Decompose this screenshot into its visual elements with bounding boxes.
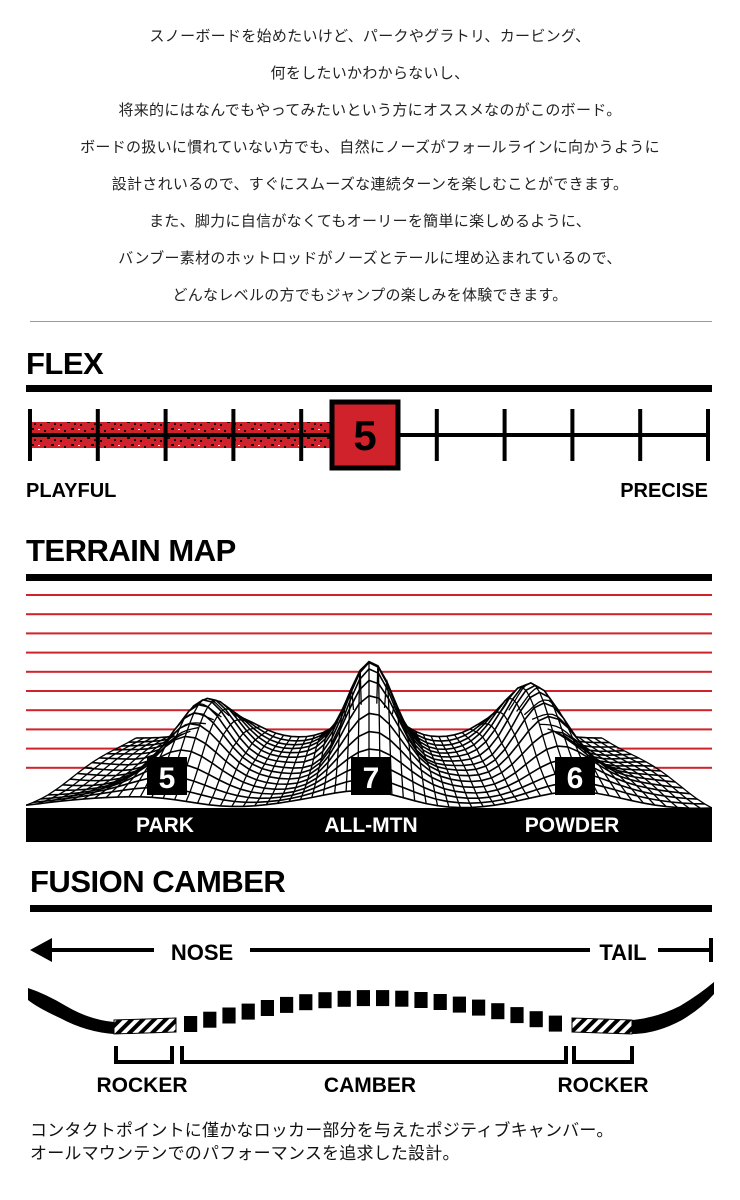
terrain-badge-all-mtn: 7 xyxy=(351,757,391,795)
flex-title-rule xyxy=(26,385,712,392)
footer-line: コンタクトポイントに僅かなロッカー部分を与えたポジティブキャンバー。 xyxy=(30,1121,614,1141)
terrain-label-all-mtn: ALL-MTN xyxy=(324,814,417,837)
camber-segment xyxy=(376,990,390,1007)
flex-scale-graphic: 5 xyxy=(28,399,710,471)
camber-segment xyxy=(203,1011,217,1028)
nose-arrow xyxy=(30,938,713,962)
camber-segment xyxy=(529,1011,543,1028)
camber-segment xyxy=(241,1003,255,1020)
camber-profile-graphic: NOSE TAIL ROCKER CAMBER ROCKER xyxy=(28,938,714,1097)
camber-title-rule xyxy=(30,905,712,912)
camber-segment xyxy=(260,1000,274,1016)
intro-line: ボードの扱いに慣れていない方でも、自然にノーズがフォールラインに向かうように xyxy=(80,138,660,156)
flex-value-badge: 5 xyxy=(329,399,401,471)
terrain-map-graphic: 5 7 6 PARK ALL-MTN POWDER xyxy=(25,594,713,842)
terrain-badge-park: 5 xyxy=(147,757,187,795)
terrain-label-powder: POWDER xyxy=(525,814,620,837)
intro-description: スノーボードを始めたいけど、パークやグラトリ、カービング、 何をしたいかわからな… xyxy=(0,18,740,314)
flex-tick xyxy=(299,409,304,461)
camber-segment xyxy=(452,996,466,1013)
flex-tick xyxy=(28,409,32,461)
rocker-right-label: ROCKER xyxy=(557,1074,648,1097)
intro-line: どんなレベルの方でもジャンプの楽しみを体験できます。 xyxy=(172,286,568,304)
camber-segment xyxy=(510,1007,524,1024)
camber-title: FUSION CAMBER xyxy=(30,864,286,899)
camber-segment xyxy=(318,992,332,1009)
terrain-score-all-mtn: 7 xyxy=(363,762,380,795)
flex-tick xyxy=(434,409,439,461)
camber-profile: NOSE TAIL ROCKER CAMBER ROCKER xyxy=(26,930,716,1100)
camber-segment xyxy=(222,1007,236,1024)
terrain-score-park: 5 xyxy=(159,762,176,795)
camber-segment xyxy=(433,994,447,1010)
camber-segment xyxy=(491,1003,505,1020)
intro-line: スノーボードを始めたいけど、パークやグラトリ、カービング、 xyxy=(149,27,591,45)
flex-scale: 5 xyxy=(22,395,718,475)
footer-description: コンタクトポイントに僅かなロッカー部分を与えたポジティブキャンバー。 オールマウ… xyxy=(30,1120,720,1166)
camber-segment xyxy=(414,992,428,1008)
camber-segment xyxy=(395,990,409,1007)
terrain-map: 5 7 6 PARK ALL-MTN POWDER xyxy=(25,588,713,842)
tail-label: TAIL xyxy=(599,940,646,965)
camber-segment xyxy=(337,990,351,1007)
flex-tick xyxy=(706,409,710,461)
board-profile xyxy=(28,982,714,1035)
terrain-label-bar xyxy=(26,808,712,842)
flex-value: 5 xyxy=(353,412,376,459)
intro-line: また、脚力に自信がなくてもオーリーを簡単に楽しめるように、 xyxy=(148,212,592,230)
flex-tick xyxy=(638,409,643,461)
terrain-badge-powder: 6 xyxy=(555,757,595,795)
terrain-title: TERRAIN MAP xyxy=(26,533,236,568)
flex-left-label: PLAYFUL xyxy=(26,480,117,502)
flex-tick xyxy=(231,409,236,461)
intro-line: 何をしたいかわからないし、 xyxy=(270,64,470,82)
camber-segment xyxy=(280,996,294,1013)
zone-brackets xyxy=(114,1046,634,1064)
camber-label: CAMBER xyxy=(324,1074,416,1097)
footer-line: オールマウンテンでのパフォーマンスを追求した設計。 xyxy=(30,1144,460,1164)
nose-label: NOSE xyxy=(171,940,233,965)
flex-tick xyxy=(163,409,168,461)
tail-end-icon xyxy=(709,938,713,962)
intro-line: 設計されいるので、すぐにスムーズな連続ターンを楽しむことができます。 xyxy=(111,175,629,193)
terrain-score-powder: 6 xyxy=(567,762,584,795)
intro-line: バンブー素材のホットロッドがノーズとテールに埋め込まれているので、 xyxy=(118,249,622,267)
camber-segment xyxy=(184,1016,198,1032)
flex-tick xyxy=(502,409,507,461)
terrain-mesh xyxy=(25,660,713,810)
camber-segment xyxy=(299,994,313,1011)
rocker-left-label: ROCKER xyxy=(96,1074,187,1097)
intro-line: 将来的にはなんでもやってみたいという方にオススメなのがこのボード。 xyxy=(118,101,622,119)
camber-segment xyxy=(472,999,486,1016)
terrain-title-rule xyxy=(26,574,712,581)
terrain-label-park: PARK xyxy=(136,814,194,837)
flex-right-label: PRECISE xyxy=(620,480,708,502)
camber-segment xyxy=(548,1015,562,1032)
flex-tick xyxy=(570,409,575,461)
arrow-left-icon xyxy=(30,938,52,962)
flex-tick xyxy=(95,409,100,461)
section-divider xyxy=(30,321,712,322)
camber-segment xyxy=(356,990,370,1007)
flex-title: FLEX xyxy=(26,346,104,381)
